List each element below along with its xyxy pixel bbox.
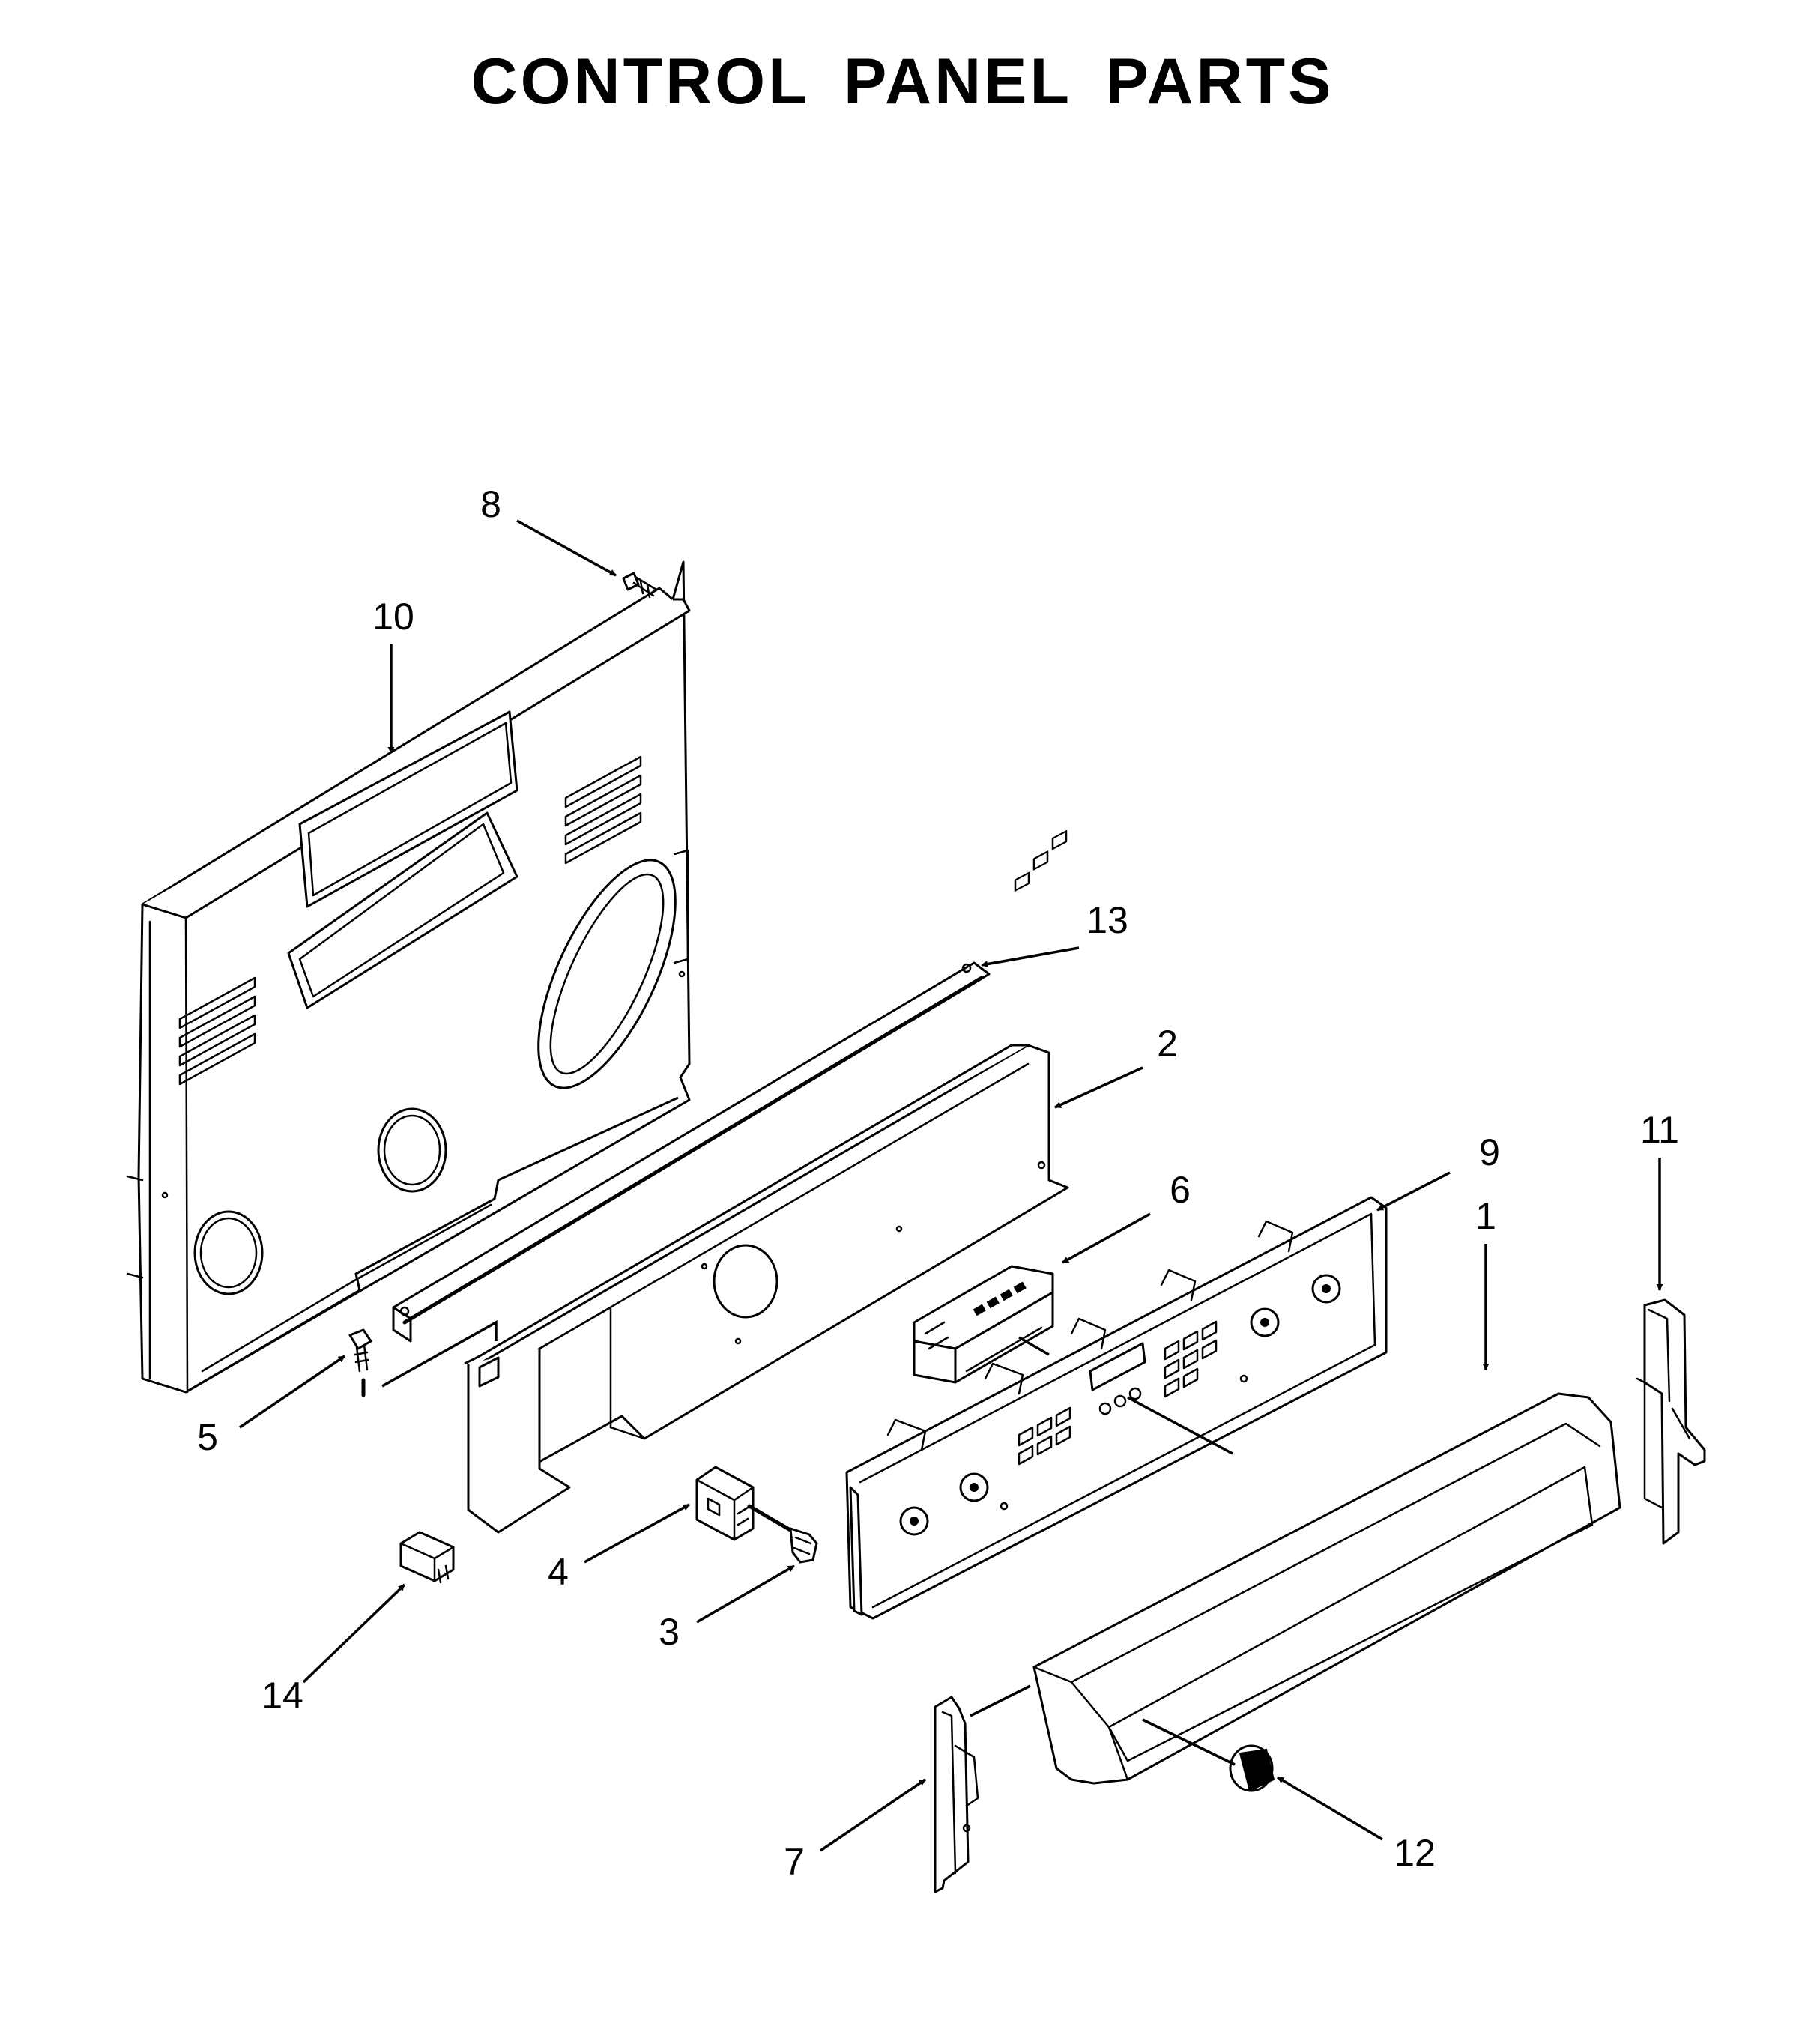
- part-13-retainer-strip: [392, 961, 991, 1343]
- callout-13: 13: [1086, 899, 1128, 941]
- console-keypad-right: [1018, 1320, 1218, 1466]
- leader-14: [302, 1583, 406, 1684]
- console-tab-clips: [886, 1220, 1294, 1451]
- leader-5: [239, 1355, 345, 1429]
- leader-12: [1277, 1776, 1383, 1841]
- part-2-bracket: [464, 1044, 1069, 1534]
- leader-6: [1062, 1212, 1151, 1264]
- part-3-knob-shaft: [747, 1504, 818, 1564]
- callout-9: 9: [1479, 1131, 1500, 1173]
- callout-3: 3: [659, 1611, 680, 1653]
- part-6-control-board: [913, 1265, 1054, 1384]
- callout-7: 7: [784, 1841, 805, 1883]
- part-12-knob: [1142, 1718, 1275, 1792]
- leader-4: [584, 1503, 690, 1564]
- callout-labels: 8 10 13 2 9 6 1 11 5 4 3 14 7 12: [197, 483, 1679, 1883]
- part-4-infinite-switch: [695, 1466, 755, 1541]
- part-5-screw: [348, 1320, 498, 1397]
- callout-8: 8: [480, 483, 501, 525]
- part-11-side-bracket: [1636, 1298, 1706, 1545]
- callout-6: 6: [1170, 1169, 1191, 1211]
- callout-4: 4: [548, 1551, 569, 1593]
- callout-2: 2: [1157, 1023, 1178, 1065]
- part-14-relay: [399, 1531, 455, 1584]
- callout-1: 1: [1475, 1195, 1496, 1237]
- leader-13: [981, 946, 1080, 968]
- leader-2: [1054, 1066, 1143, 1109]
- leader-8: [516, 519, 617, 577]
- leader-7: [820, 1778, 926, 1852]
- console-keypad-left: [1014, 829, 1068, 892]
- part-7-side-bracket: [934, 1684, 1031, 1893]
- callout-11: 11: [1640, 1109, 1679, 1151]
- part-8-screw: [622, 572, 658, 599]
- leader-3: [696, 1564, 795, 1624]
- leader-9: [1376, 1171, 1451, 1212]
- callout-12: 12: [1394, 1832, 1436, 1874]
- page-title: CONTROL PANEL PARTS: [471, 46, 1334, 118]
- board-display-digits: [973, 1281, 1027, 1316]
- part-1-console-trim: [1032, 1392, 1621, 1785]
- callout-arrows: [239, 519, 1663, 1852]
- part-9-console: [845, 829, 1388, 1620]
- part-10-rear-panel: [126, 560, 691, 1394]
- callout-10: 10: [372, 596, 414, 638]
- callout-5: 5: [197, 1416, 218, 1458]
- callout-14: 14: [261, 1675, 303, 1717]
